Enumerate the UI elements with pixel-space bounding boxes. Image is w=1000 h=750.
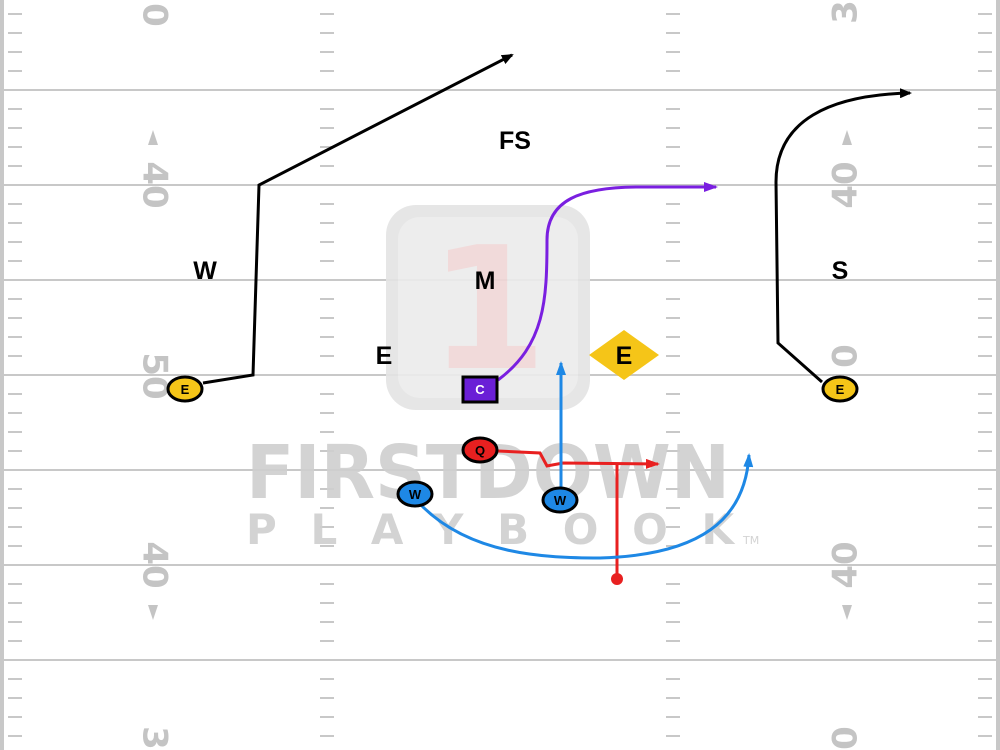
player-label: W [554,493,567,508]
left-end-route [202,53,514,385]
defense: FS W M S E [193,127,848,370]
left-wing-route [419,453,754,560]
player-label: E [181,382,190,397]
yard-number-left-0: 0 [135,3,175,27]
direction-arrow-icon [148,130,158,145]
player-label: E [836,382,845,397]
yard-number-left-40-bottom: 40 [135,541,175,588]
player-right-wing[interactable]: W [541,486,579,514]
watermark-badge-inner [398,217,578,398]
offense: E E C E Q W W [166,330,859,514]
watermark-trademark: TM [742,534,759,547]
direction-arrow-icon [148,605,158,620]
player-label: C [475,382,485,397]
yard-number-right-40-top: 40 [826,161,866,208]
defender-e: E [376,342,393,370]
qb-drop-marker [611,573,623,585]
defender-w: W [193,257,217,285]
player-label: W [409,487,422,502]
qb-route [497,449,660,469]
defender-s: S [832,257,849,285]
player-left-wing[interactable]: W [396,480,434,508]
right-end-route [774,88,912,384]
yard-number-right-40-bottom: 40 [826,541,866,588]
right-sideline [996,0,1000,750]
direction-arrow-icon [842,130,852,145]
player-quarterback[interactable]: Q [461,436,499,464]
player-right-end[interactable]: E [821,375,859,403]
yard-number-left-40-top: 40 [135,161,175,208]
routes [202,53,912,585]
player-left-end[interactable]: E [166,375,204,403]
hash-marks [8,13,992,737]
player-label: Q [475,443,485,458]
center-route [497,182,718,382]
yard-number-right-0-bottom: 0 [826,726,866,750]
player-label: E [616,342,633,370]
watermark: 1 FIRSTDOWN PLAYBOOK TM [246,205,759,554]
yard-numbers: 0 40 50 40 3 3 40 0 40 0 [135,0,866,750]
yard-number-right-3: 3 [826,0,866,24]
yard-number-left-3: 3 [135,726,175,750]
player-diamond-end[interactable]: E [589,330,659,380]
direction-arrow-icon [842,605,852,620]
defender-m: M [475,267,496,295]
left-sideline [0,0,4,750]
defender-fs: FS [499,127,531,155]
yard-number-right-0: 0 [826,344,866,368]
player-center[interactable]: C [461,375,499,404]
